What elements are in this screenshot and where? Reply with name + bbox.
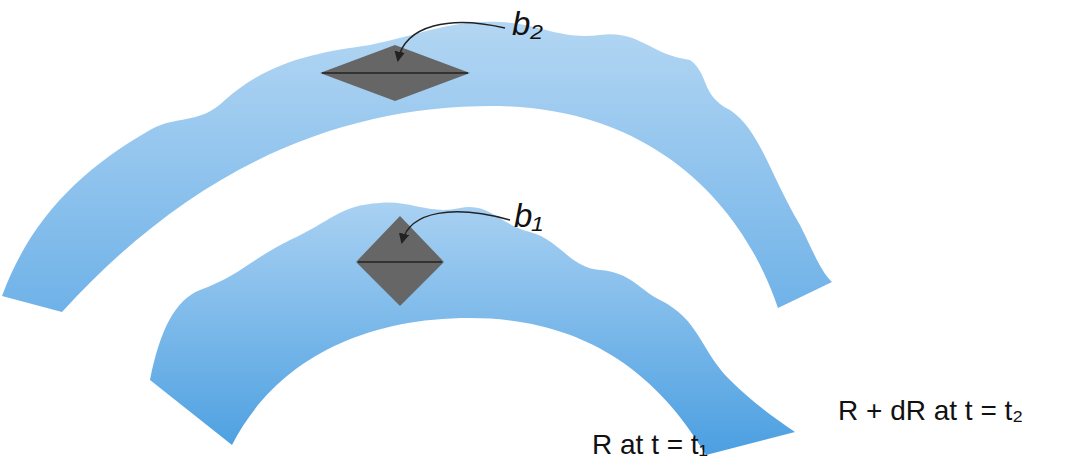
radius-label: R + dR at t = t₂	[838, 396, 1023, 427]
leader-arrow	[398, 23, 505, 60]
inner-band	[150, 203, 795, 455]
leader-arrow	[402, 212, 510, 242]
particle-b2	[320, 45, 470, 101]
particle-b1	[356, 216, 444, 306]
particle-label: b₂	[512, 6, 543, 42]
particle-axis	[358, 261, 442, 263]
outer-band	[2, 22, 832, 312]
particle-label: b₁	[514, 198, 543, 234]
particle-axis	[322, 72, 468, 74]
radius-label: R at t = t₁	[592, 430, 708, 461]
